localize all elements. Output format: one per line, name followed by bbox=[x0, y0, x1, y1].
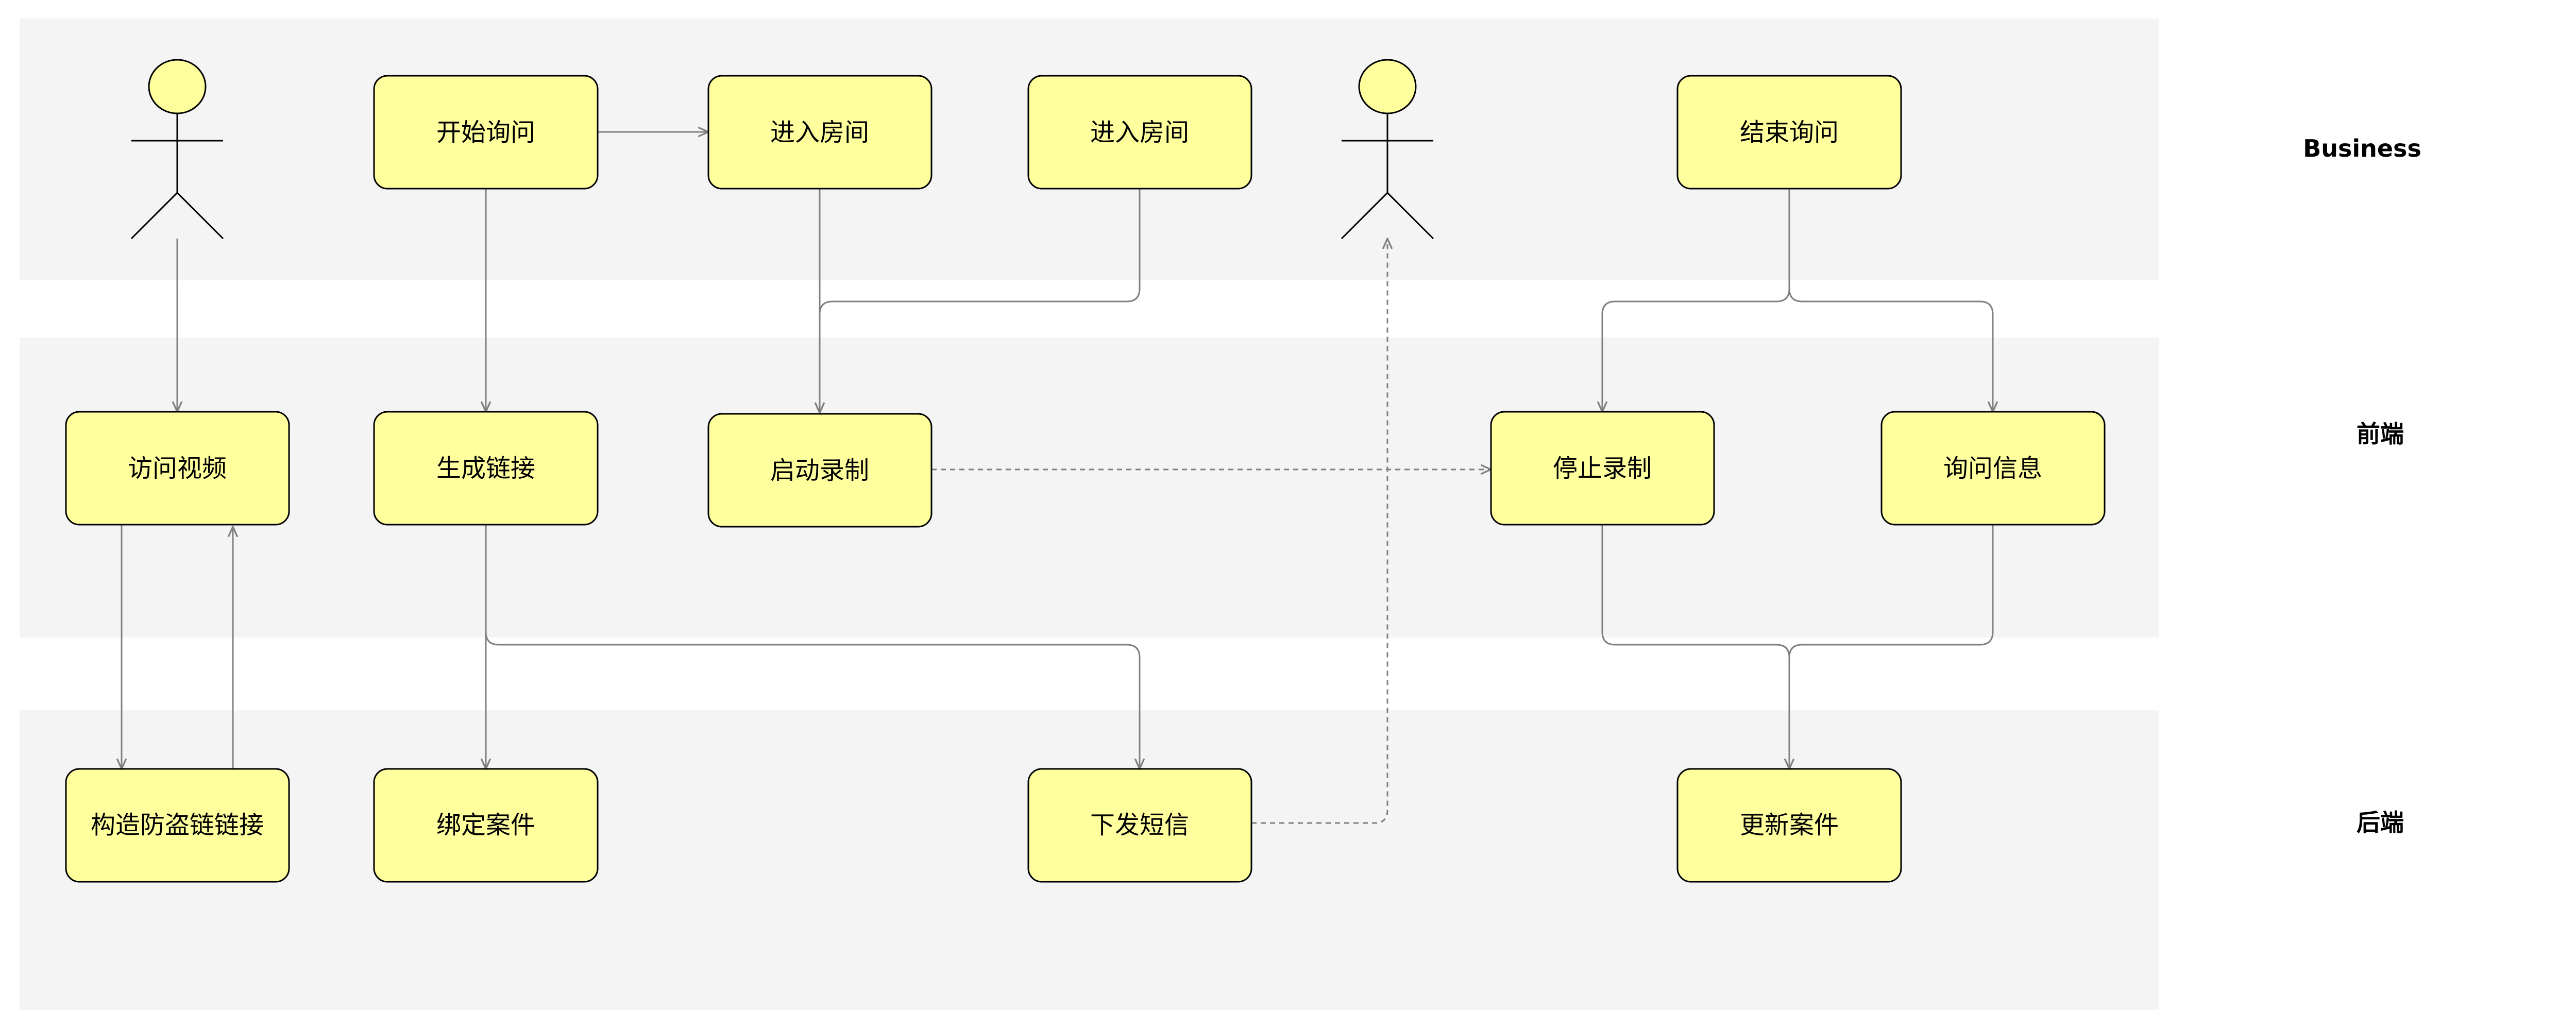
actor-user-icon bbox=[130, 59, 224, 240]
actor-party-icon bbox=[1341, 59, 1434, 240]
node-label: 生成链接 bbox=[436, 454, 535, 483]
node-update-case[interactable]: 更新案件 bbox=[1676, 768, 1902, 883]
node-stop-recording[interactable]: 停止录制 bbox=[1490, 411, 1715, 526]
node-label: 结束询问 bbox=[1740, 118, 1839, 147]
node-end-inquiry[interactable]: 结束询问 bbox=[1676, 75, 1902, 190]
node-label: 绑定案件 bbox=[436, 811, 535, 840]
node-label: 进入房间 bbox=[770, 118, 869, 147]
node-start-recording[interactable]: 启动录制 bbox=[707, 413, 933, 528]
node-label: 访问视频 bbox=[128, 454, 227, 483]
node-visit-video[interactable]: 访问视频 bbox=[65, 411, 290, 526]
edge-enter-room2-to-start-recording bbox=[820, 189, 1141, 413]
node-label: 更新案件 bbox=[1740, 811, 1839, 840]
edge-send-sms-to-actor bbox=[1251, 239, 1387, 824]
node-enter-room-2[interactable]: 进入房间 bbox=[1027, 75, 1252, 190]
node-label: 下发短信 bbox=[1090, 811, 1189, 840]
edge-stop-recording-to-update-case bbox=[1601, 525, 1789, 769]
node-label: 启动录制 bbox=[770, 456, 869, 485]
node-label: 构造防盗链链接 bbox=[91, 811, 264, 840]
node-generate-link[interactable]: 生成链接 bbox=[373, 411, 599, 526]
node-enter-room-1[interactable]: 进入房间 bbox=[707, 75, 933, 190]
lane-frontend bbox=[20, 338, 2159, 637]
lane-label-business: Business bbox=[2303, 135, 2421, 162]
node-label: 开始询问 bbox=[436, 118, 535, 147]
edge-generate-link-to-send-sms bbox=[485, 631, 1140, 769]
node-send-sms[interactable]: 下发短信 bbox=[1027, 768, 1252, 883]
node-label: 进入房间 bbox=[1090, 118, 1189, 147]
edge-end-to-inquiry-info bbox=[1788, 288, 1993, 412]
lane-label-backend: 后端 bbox=[2357, 809, 2404, 836]
edge-end-to-stop-recording bbox=[1602, 189, 1790, 412]
node-build-antitheft-link[interactable]: 构造防盗链链接 bbox=[65, 768, 290, 883]
node-bind-case[interactable]: 绑定案件 bbox=[373, 768, 599, 883]
edge-inquiry-info-to-update-case bbox=[1788, 525, 1994, 658]
node-start-inquiry[interactable]: 开始询问 bbox=[373, 75, 599, 190]
node-label: 询问信息 bbox=[1943, 454, 2042, 483]
node-inquiry-info[interactable]: 询问信息 bbox=[1880, 411, 2106, 526]
lane-label-frontend: 前端 bbox=[2357, 420, 2404, 448]
node-label: 停止录制 bbox=[1553, 454, 1652, 483]
